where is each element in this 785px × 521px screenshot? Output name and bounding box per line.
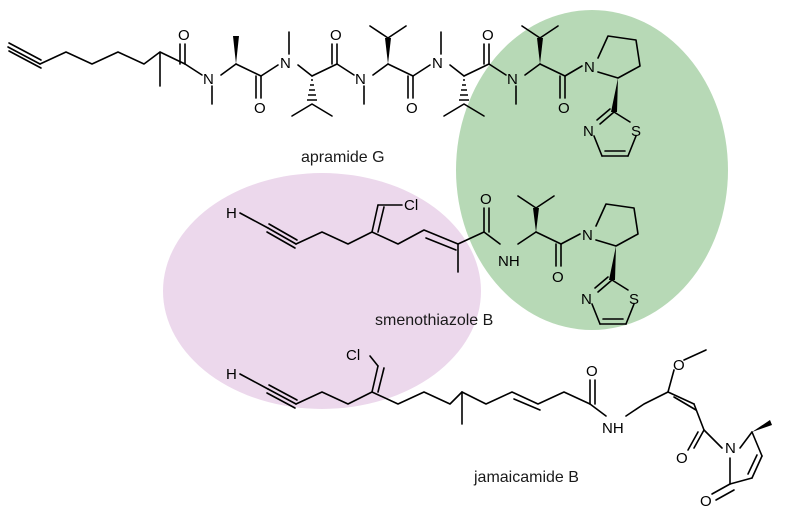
- compound-name-jamaicamide-b: jamaicamide B: [473, 469, 579, 486]
- atom-o-label: O: [406, 100, 418, 117]
- atom-nh-label: NH: [498, 253, 520, 270]
- atom-labels: O N O N O N O N O N O N N S H Cl O NH O …: [178, 27, 736, 510]
- atom-o-label: O: [700, 493, 712, 510]
- atom-n-label: N: [581, 291, 592, 308]
- atom-o-label: O: [330, 27, 342, 44]
- atom-o-label: O: [673, 357, 685, 374]
- atom-n-label: N: [203, 71, 214, 88]
- atom-o-label: O: [482, 27, 494, 44]
- atom-cl-label: Cl: [404, 197, 418, 214]
- atom-o-label: O: [552, 269, 564, 286]
- atom-o-label: O: [586, 363, 598, 380]
- atom-o-label: O: [676, 450, 688, 467]
- atom-n-label: N: [507, 71, 518, 88]
- atom-n-label: N: [584, 59, 595, 76]
- atom-h-label: H: [226, 205, 237, 222]
- atom-o-label: O: [254, 100, 266, 117]
- jamaicamide-b-structure: [239, 349, 772, 501]
- compound-name-apramide-g: apramide G: [301, 149, 385, 166]
- atom-n-label: N: [432, 55, 443, 72]
- atom-s-label: S: [629, 291, 639, 308]
- atom-o-label: O: [178, 27, 190, 44]
- atom-s-label: S: [631, 123, 641, 140]
- chlorovinyl-alkyne-highlight: [163, 173, 481, 409]
- compound-name-smenothiazole-b: smenothiazole B: [375, 312, 493, 329]
- atom-o-label: O: [480, 191, 492, 208]
- smenothiazole-b-structure: [239, 195, 639, 325]
- atom-n-label: N: [583, 123, 594, 140]
- atom-n-label: N: [725, 440, 736, 457]
- atom-cl-label: Cl: [346, 347, 360, 364]
- atom-nh-label: NH: [602, 420, 624, 437]
- apramide-g-structure: [7, 25, 641, 157]
- atom-n-label: N: [280, 55, 291, 72]
- thiazole-proline-highlight: [456, 10, 728, 330]
- atom-n-label: N: [355, 71, 366, 88]
- atom-h-label: H: [226, 366, 237, 383]
- atom-n-label: N: [582, 227, 593, 244]
- atom-o-label: O: [558, 100, 570, 117]
